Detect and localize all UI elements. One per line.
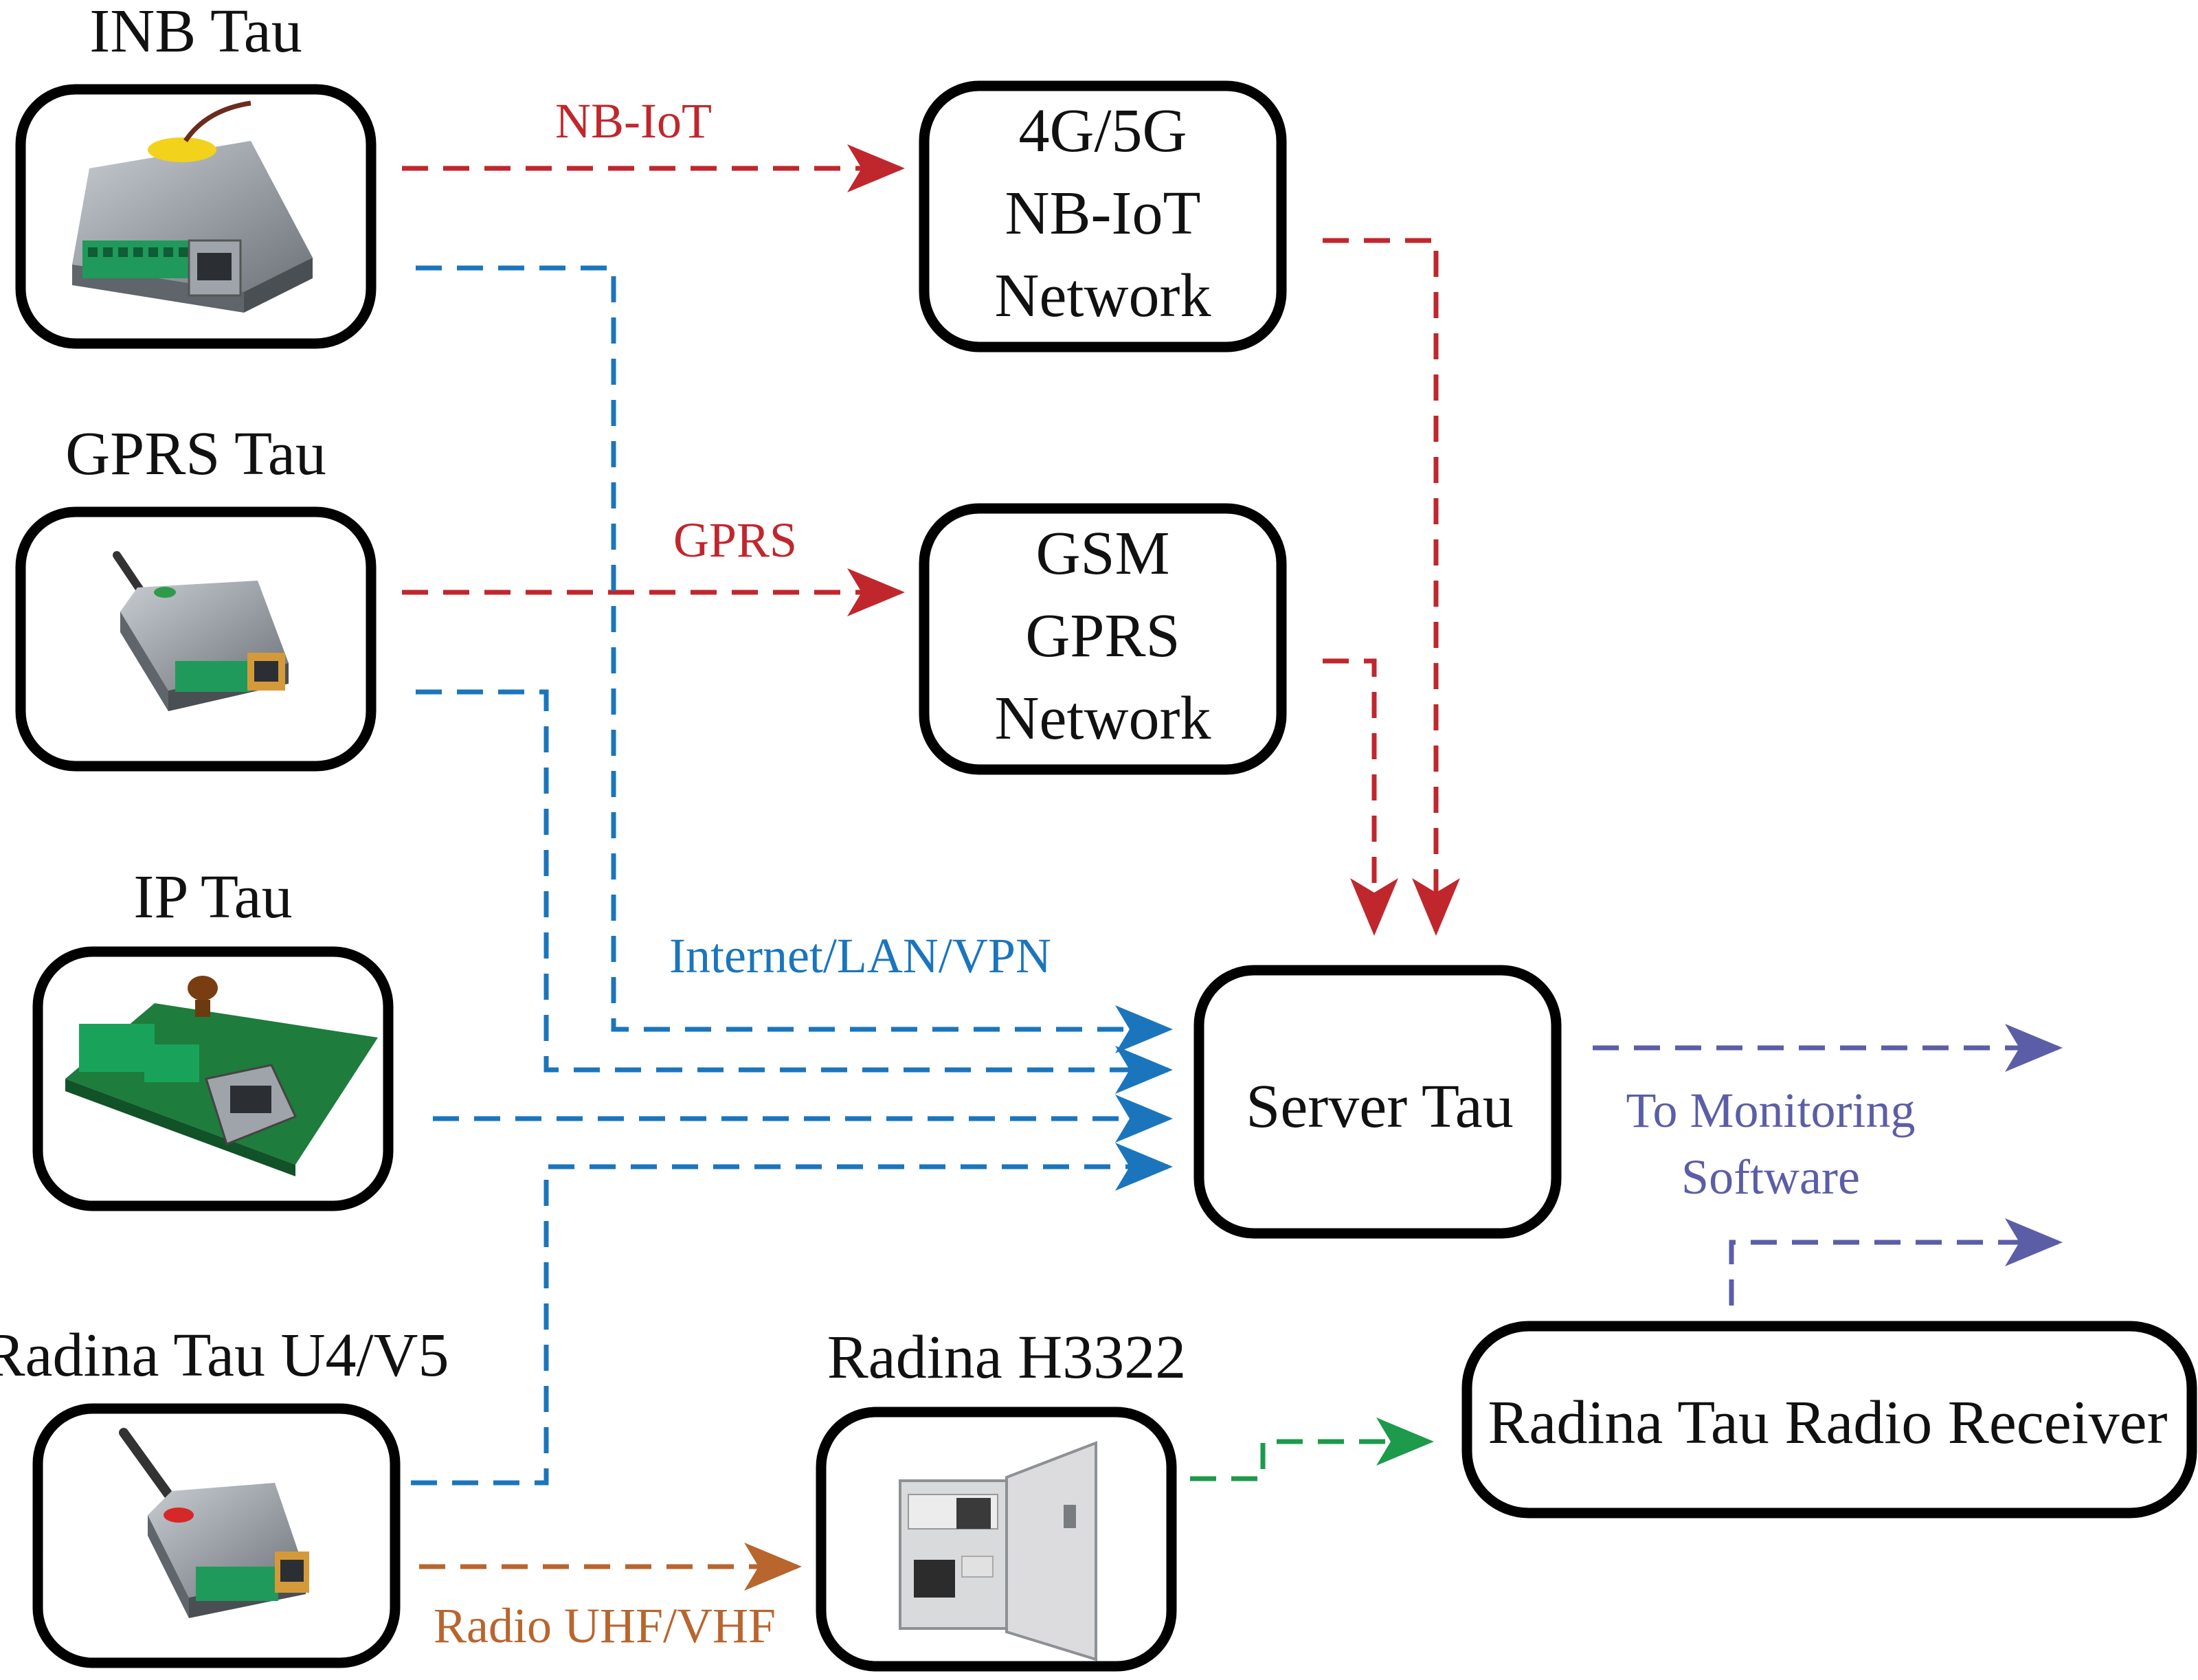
nbiot-link-label: NB-IoT: [555, 93, 712, 148]
radio-receiver-frame: [1461, 1321, 2197, 1519]
gsm-to-server-arrow: [1323, 658, 1398, 936]
nbiot-network-node: 4G/5G NB-IoT Network: [919, 80, 1287, 352]
inb-tau-device-image: [72, 100, 313, 313]
nbiot-network-line-2: NB-IoT: [1005, 179, 1201, 247]
gprs-tau-device-image: [113, 551, 289, 711]
radio-receiver-node: Radina Tau Radio Receiver: [1461, 1321, 2197, 1519]
nbiot-network-frame: [919, 80, 1287, 352]
gprs-tau-node: GPRS Tau: [15, 420, 377, 772]
gsm-network-line-1: GSM: [1035, 519, 1169, 587]
gsm-network-line-3: Network: [995, 684, 1211, 752]
radina-tau-node: Radina Tau U4/V5: [0, 1321, 449, 1668]
radina-tau-to-server-arrow: [411, 1143, 1173, 1486]
radina-tau-title: Radina Tau U4/V5: [0, 1321, 449, 1389]
gprs-link-label: GPRS: [673, 513, 797, 568]
gsm-network-frame: [919, 503, 1287, 775]
gsm-network-node: GSM GPRS Network: [919, 503, 1287, 775]
server-tau-frame: [1193, 965, 1562, 1239]
radina-h3322-cabinet-image: [899, 1441, 1097, 1661]
inb-tau-node: INB Tau: [15, 0, 377, 349]
h3322-to-receiver-arrow: [1190, 1418, 1434, 1481]
connection-lines: [402, 144, 2063, 1591]
radina-tau-device-image: [119, 1428, 309, 1618]
radina-h3322-node: Radina H3322: [816, 1323, 1186, 1672]
monitoring-label-line-2: Software: [1681, 1150, 1860, 1205]
ip-tau-title: IP Tau: [133, 863, 292, 931]
receiver-to-monitoring-arrow: [1729, 1218, 2063, 1306]
inb-tau-to-server-arrow: [416, 265, 1173, 1053]
nbiot-to-server-arrow: [1323, 238, 1460, 936]
gsm-network-line-2: GPRS: [1025, 602, 1180, 670]
radina-h3322-title: Radina H3322: [827, 1323, 1186, 1391]
ip-link-label: Internet/LAN/VPN: [669, 928, 1051, 983]
radio-link-label: Radio UHF/VHF: [434, 1598, 776, 1653]
radio-receiver-label: Radina Tau Radio Receiver: [1488, 1389, 2167, 1457]
gprs-tau-to-server-arrow: [416, 689, 1173, 1094]
server-tau-label: Server Tau: [1246, 1073, 1513, 1141]
nbiot-network-line-3: Network: [995, 262, 1211, 330]
ip-tau-board-image: [65, 976, 378, 1176]
inb-tau-title: INB Tau: [89, 0, 302, 65]
gprs-tau-title: GPRS Tau: [65, 420, 326, 488]
server-tau-node: Server Tau: [1193, 965, 1562, 1239]
ip-tau-node: IP Tau: [32, 863, 394, 1211]
nbiot-network-line-1: 4G/5G: [1019, 97, 1187, 165]
monitoring-label-line-1: To Monitoring: [1626, 1083, 1916, 1138]
